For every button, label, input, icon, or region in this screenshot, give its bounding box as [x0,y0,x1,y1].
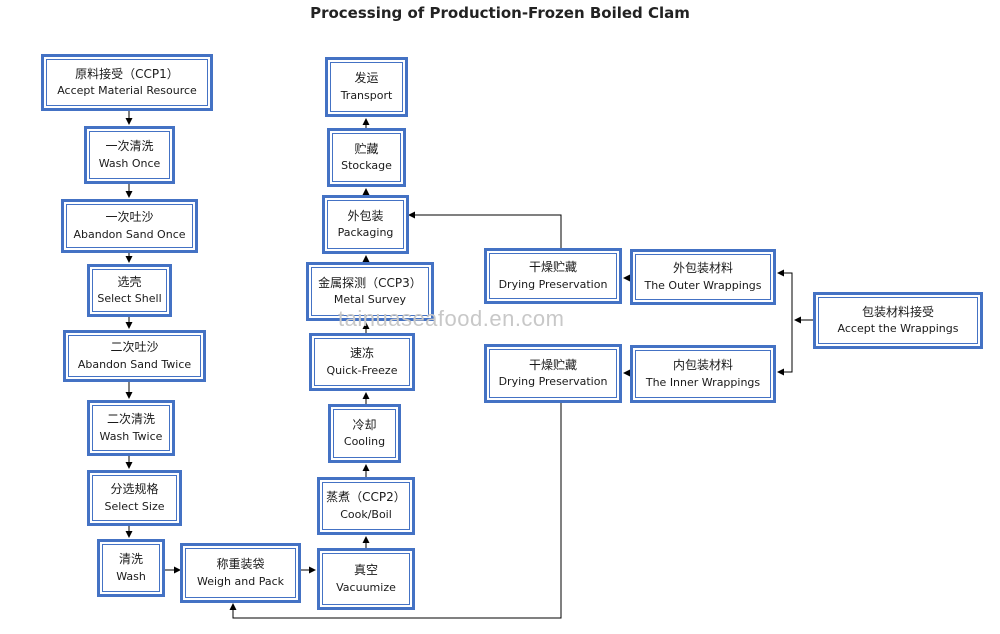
node-label-zh: 内包装材料 [672,358,733,373]
node-weigh-pack: 称重装袋 Weigh and Pack [180,543,301,603]
node-label-en: Abandon Sand Once [73,227,186,241]
node-label-en: Wash [116,569,146,583]
node-label-en: Wash Twice [99,429,163,443]
node-label-zh: 一次吐沙 [105,210,154,225]
edge-drying-bottom-to-weigh-pack [229,403,562,619]
node-label-zh: 外包装 [347,208,384,223]
node-label-zh: 称重装袋 [216,557,265,572]
node-vacuumize: 真空 Vacuumize [317,548,415,610]
node-label-zh: 速冻 [349,346,374,361]
node-label-zh: 贮藏 [354,141,379,156]
node-label-en: Metal Survey [333,293,407,307]
node-wash: 清洗 Wash [97,539,165,597]
node-drying-preservation-top: 干燥贮藏 Drying Preservation [484,248,622,304]
node-cooling: 冷却 Cooling [328,404,401,463]
node-stockage: 贮藏 Stockage [327,128,406,187]
node-wash-twice: 二次清洗 Wash Twice [87,400,175,456]
node-label-en: Quick-Freeze [326,363,398,377]
node-outer-wrappings: 外包装材料 The Outer Wrappings [630,249,776,305]
node-label-en: Vacuumize [336,580,396,594]
node-select-shell: 选壳 Select Shell [87,264,172,317]
node-label-en: The Inner Wrappings [645,375,761,389]
node-label-zh: 选壳 [117,274,142,289]
node-label-en: Drying Preservation [498,375,608,389]
node-label-en: Abandon Sand Twice [77,357,192,371]
node-select-size: 分选规格 Select Size [87,470,182,526]
node-label-zh: 干燥贮藏 [528,260,577,275]
node-label-en: Cook/Boil [340,507,392,521]
node-abandon-sand-once: 一次吐沙 Abandon Sand Once [61,199,198,253]
node-inner-wrappings: 内包装材料 The Inner Wrappings [630,345,776,403]
node-label-en: Drying Preservation [498,277,608,291]
node-label-zh: 金属探测（CCP3） [318,275,422,290]
diagram-title: Processing of Production-Frozen Boiled C… [310,4,690,22]
node-label-zh: 二次吐沙 [110,340,159,355]
node-label-zh: 蒸煮（CCP2） [326,490,406,505]
edge-split-to-outer [777,269,793,320]
edge-split-to-inner [777,320,793,376]
node-label-zh: 二次清洗 [106,412,155,427]
node-transport: 发运 Transport [325,57,408,117]
node-quick-freeze: 速冻 Quick-Freeze [309,333,415,391]
node-label-zh: 干燥贮藏 [528,357,577,372]
node-label-en: Stockage [341,159,392,173]
node-label-zh: 原料接受（CCP1） [75,66,179,81]
node-label-en: Cooling [343,435,386,449]
node-label-zh: 清洗 [118,552,143,567]
node-label-en: Weigh and Pack [197,574,284,588]
node-wash-once: 一次清洗 Wash Once [84,126,175,184]
node-label-zh: 包装材料接受 [861,304,934,319]
node-abandon-sand-twice: 二次吐沙 Abandon Sand Twice [63,330,206,382]
node-label-zh: 分选规格 [110,482,159,497]
node-label-en: Packaging [337,226,394,240]
node-label-en: Accept Material Resource [57,84,197,98]
node-label-zh: 冷却 [352,417,377,432]
node-drying-preservation-bottom: 干燥贮藏 Drying Preservation [484,344,622,403]
node-label-zh: 发运 [354,71,379,86]
node-packaging: 外包装 Packaging [322,195,409,254]
node-label-en: Transport [340,88,393,102]
node-accept-wrappings: 包装材料接受 Accept the Wrappings [813,292,983,349]
node-cook-boil: 蒸煮（CCP2） Cook/Boil [317,477,415,535]
node-label-en: Wash Once [98,156,161,170]
node-label-zh: 真空 [353,563,378,578]
node-label-en: Select Shell [97,292,162,306]
node-label-en: Accept the Wrappings [837,322,959,336]
node-accept-material: 原料接受（CCP1） Accept Material Resource [41,54,213,111]
node-label-zh: 外包装材料 [672,261,733,276]
node-label-zh: 一次清洗 [105,139,154,154]
node-metal-survey: 金属探测（CCP3） Metal Survey [306,262,434,321]
edge-drying-top-to-packaging [408,211,562,248]
node-label-en: The Outer Wrappings [644,278,762,292]
node-label-en: Select Size [104,499,165,513]
